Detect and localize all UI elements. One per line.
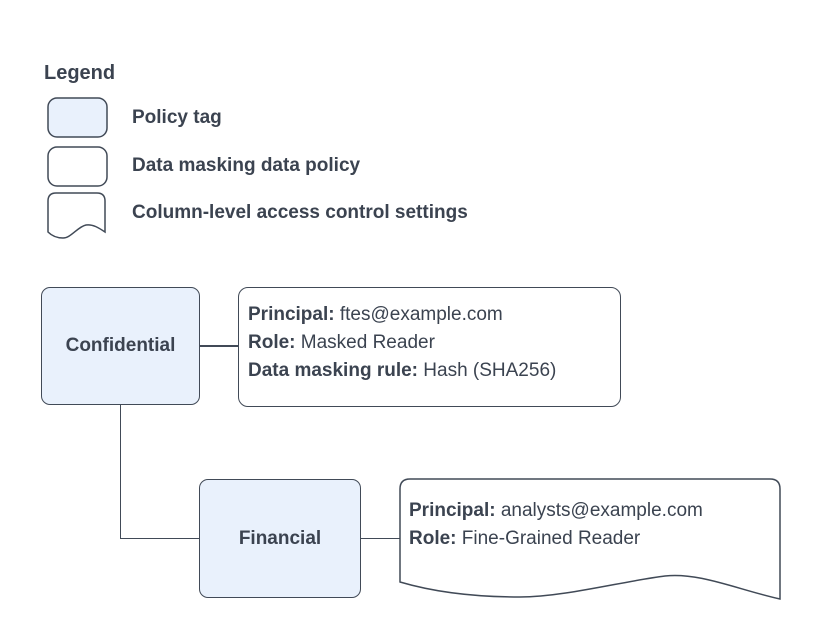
connector-to-financial <box>119 537 200 539</box>
connector-confidential-to-policy <box>200 345 238 347</box>
data-policy-swatch-icon <box>47 146 108 187</box>
legend-item-data-policy: Data masking data policy <box>132 155 361 176</box>
policy-line-value: Masked Reader <box>295 332 435 353</box>
legend-item-column-access: Column-level access control settings <box>132 202 468 223</box>
policy-line-label: Principal: <box>409 500 496 521</box>
policy-line-label: Data masking rule: <box>248 360 418 381</box>
policy-line: Role: Masked Reader <box>248 329 612 357</box>
node-financial-label: Financial <box>238 527 322 549</box>
policy-line-label: Role: <box>409 528 457 549</box>
connector-confidential-down <box>119 405 121 539</box>
policy-line-value: ftes@example.com <box>334 304 503 325</box>
connector-financial-to-settings <box>361 537 400 539</box>
policy-line-value: analysts@example.com <box>495 500 703 521</box>
node-confidential-policy-tag: Confidential <box>41 287 200 405</box>
policy-line: Role: Fine-Grained Reader <box>409 525 703 553</box>
policy-line: Data masking rule: Hash (SHA256) <box>248 357 612 385</box>
policy-line-value: Hash (SHA256) <box>418 360 557 381</box>
policy-line-label: Role: <box>248 332 296 353</box>
policy-line: Principal: analysts@example.com <box>409 497 703 525</box>
node-financial-policy-tag: Financial <box>199 479 361 598</box>
policy-line-label: Principal: <box>248 304 335 325</box>
policy-line-value: Fine-Grained Reader <box>456 528 641 549</box>
node-access-settings-text: Principal: analysts@example.com Role: Fi… <box>409 497 703 553</box>
node-data-masking-policy: Principal: ftes@example.com Role: Masked… <box>238 287 621 407</box>
legend-title: Legend <box>44 62 116 84</box>
legend-item-policy-tag: Policy tag <box>132 107 222 128</box>
policy-tag-swatch-icon <box>47 97 108 138</box>
document-swatch-icon <box>47 192 106 239</box>
node-access-settings-shape <box>399 478 781 600</box>
policy-line: Principal: ftes@example.com <box>248 301 612 329</box>
node-confidential-label: Confidential <box>65 335 176 356</box>
